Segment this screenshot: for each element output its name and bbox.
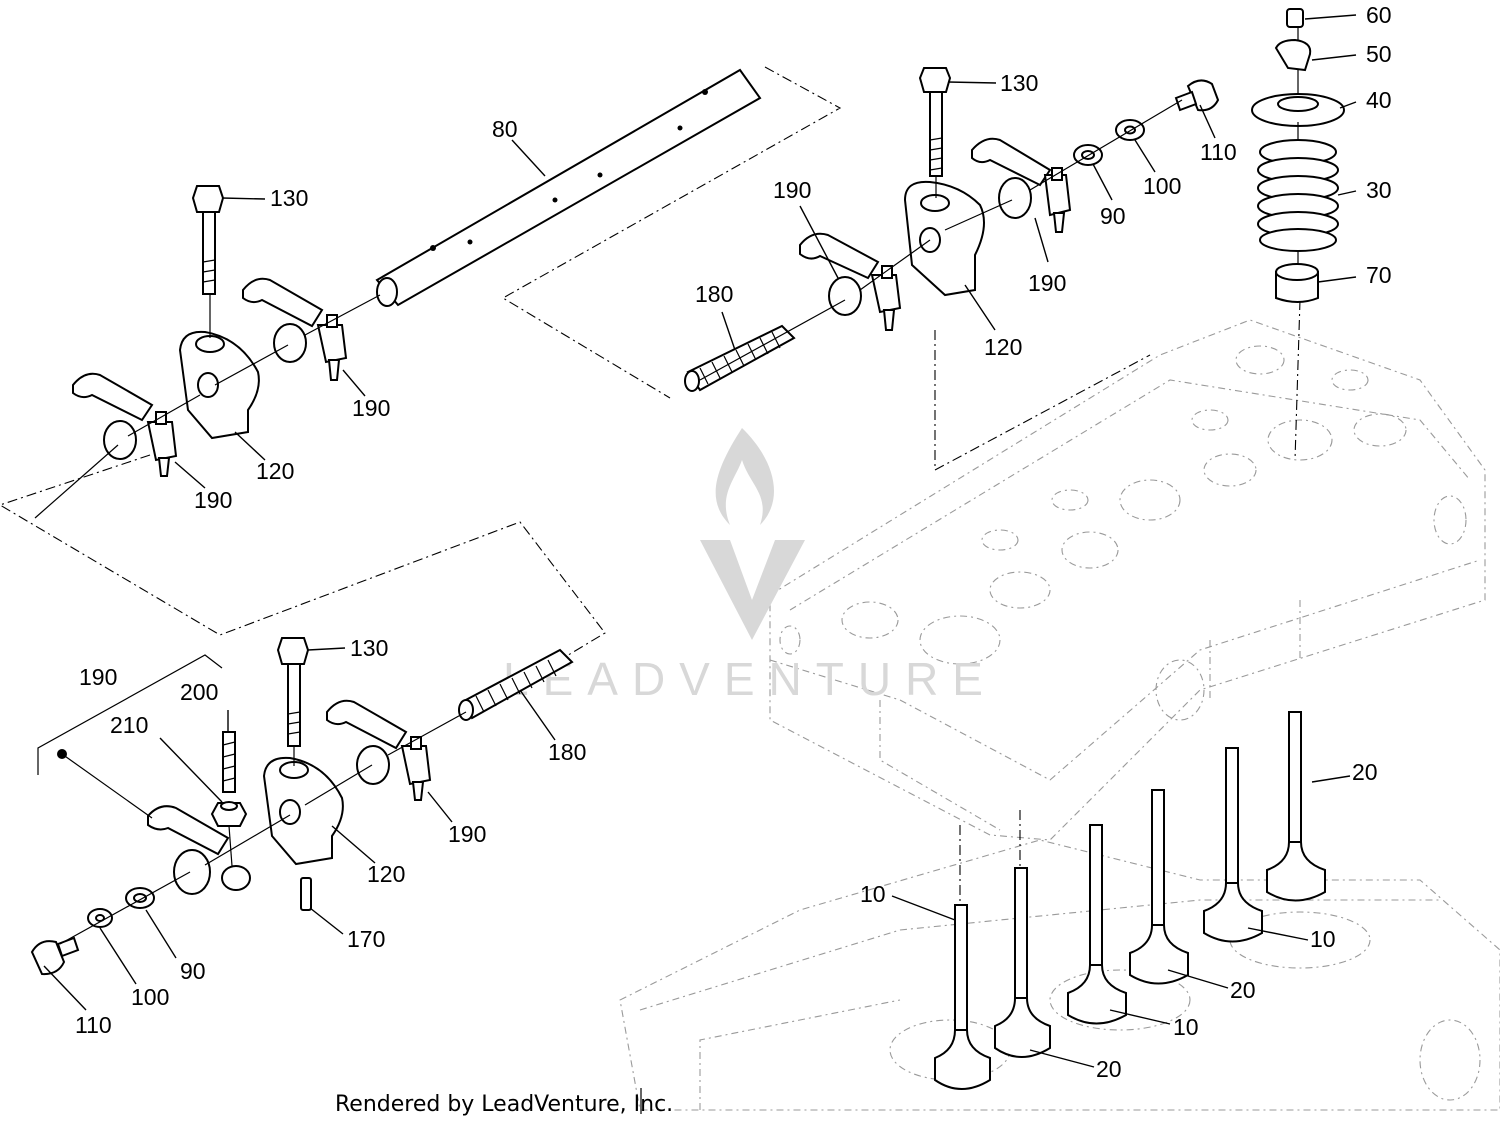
label-190-lower-b: 190	[79, 664, 117, 690]
dowel-pin	[300, 877, 312, 911]
plug-bolt-lower	[30, 936, 80, 976]
label-120-upper-left: 120	[256, 458, 294, 484]
valve-1	[934, 904, 991, 1090]
rocker-bracket-lower	[262, 756, 344, 866]
label-20-b: 20	[1230, 977, 1256, 1003]
spring-lower	[458, 648, 574, 721]
watermark-text: LEADVENTURE	[503, 653, 997, 705]
label-90-lower: 90	[180, 958, 206, 984]
label-40: 40	[1366, 87, 1392, 113]
adjuster-screw	[222, 731, 236, 793]
valve-3	[1067, 824, 1127, 1025]
rocker-arm-lower-b	[147, 805, 251, 895]
bolt-upper-right	[918, 67, 952, 177]
label-190-upper-right-a: 190	[1028, 270, 1066, 296]
label-20-a: 20	[1352, 759, 1378, 785]
label-10-c: 10	[1173, 1014, 1199, 1040]
label-60: 60	[1366, 2, 1392, 28]
label-70: 70	[1366, 262, 1392, 288]
label-100-lower: 100	[131, 984, 169, 1010]
valve-spring	[1257, 139, 1339, 252]
bolt-upper-left	[191, 185, 225, 295]
spring-retainer	[1251, 93, 1345, 127]
label-190-upper-left-b: 190	[194, 487, 232, 513]
valves	[934, 711, 1326, 1090]
label-190-lower-a: 190	[448, 821, 486, 847]
label-110-lower: 110	[75, 1012, 112, 1038]
rocker-arm-upper-right-a	[971, 137, 1072, 233]
render-credit: Rendered by LeadVenture, Inc.	[335, 1092, 673, 1117]
label-90-upper: 90	[1100, 203, 1126, 229]
plug-bolt-upper	[1174, 79, 1220, 112]
rocker-arm-lower-a	[326, 699, 432, 801]
rocker-arm-upper-right-b	[799, 232, 902, 331]
label-100-upper: 100	[1143, 173, 1181, 199]
label-130-upper-right: 130	[1000, 70, 1038, 96]
alignment-lines	[34, 28, 1299, 945]
label-30: 30	[1366, 177, 1392, 203]
label-120-upper-right: 120	[984, 334, 1022, 360]
engine-block-outline	[619, 839, 1500, 1111]
valve-5	[1203, 747, 1263, 943]
label-10-b: 10	[1310, 926, 1336, 952]
assembly-boundaries	[0, 66, 1301, 905]
valve-stem-seal	[1275, 263, 1319, 303]
leader-lines	[43, 14, 1357, 1068]
label-170: 170	[347, 926, 385, 952]
rocker-shaft	[375, 68, 762, 307]
rocker-bracket-upper-right	[903, 180, 985, 297]
valve-cap	[1286, 8, 1304, 28]
label-120-lower: 120	[367, 861, 405, 887]
rocker-arm-upper-left-b	[72, 372, 178, 477]
washer-100-lower	[87, 908, 113, 928]
rocker-bracket-upper-left	[178, 330, 260, 440]
valve-2	[994, 867, 1051, 1058]
valve-6	[1266, 711, 1326, 902]
rocker-arm-upper-left-a	[242, 277, 348, 381]
valve-collet	[1274, 38, 1312, 72]
label-180-lower: 180	[548, 739, 586, 765]
label-110-upper: 110	[1200, 139, 1237, 165]
label-80: 80	[492, 116, 518, 142]
label-50: 50	[1366, 41, 1392, 67]
label-20-c: 20	[1096, 1056, 1122, 1082]
label-130-upper-left: 130	[270, 185, 308, 211]
label-10-a: 10	[860, 881, 886, 907]
cylinder-head-outline	[769, 319, 1486, 841]
label-190-upper-left-a: 190	[352, 395, 390, 421]
label-180-upper: 180	[695, 281, 733, 307]
label-130-lower: 130	[350, 635, 388, 661]
label-200: 200	[180, 679, 218, 705]
bolt-lower	[276, 637, 310, 747]
watermark-logo: LEADVENTURE	[503, 428, 997, 705]
valve-4	[1129, 789, 1189, 985]
callout-labels: 60 50 40 30 70 130 110 100 90 190 120 19…	[75, 2, 1392, 1082]
lock-nut	[210, 801, 248, 827]
label-210: 210	[110, 712, 148, 738]
label-190-upper-right-b: 190	[773, 177, 811, 203]
